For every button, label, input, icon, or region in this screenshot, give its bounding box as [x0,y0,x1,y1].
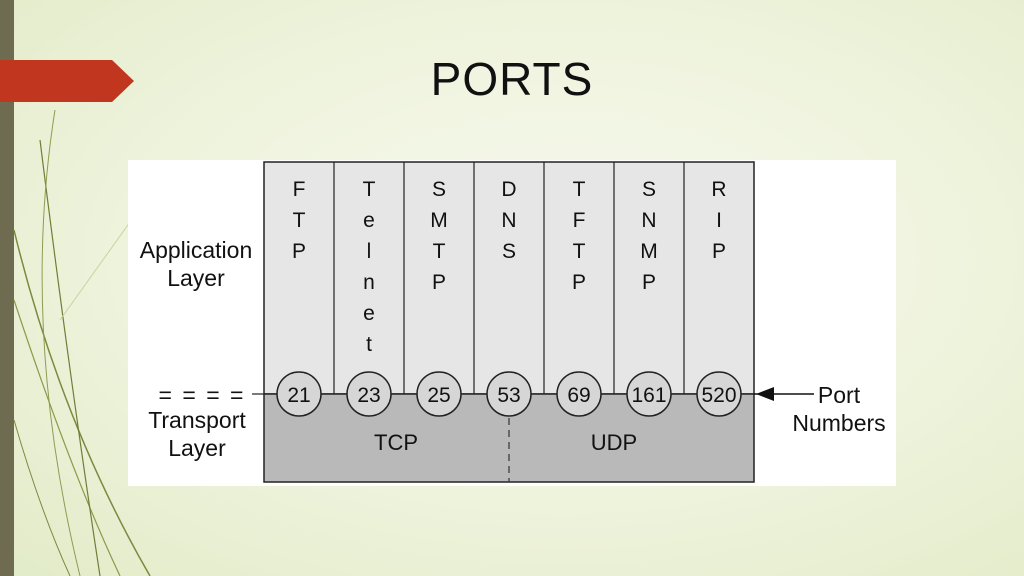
tcp-label: TCP [374,430,418,455]
protocol-letter: N [501,209,516,232]
port-label-line1: Port [817,382,861,408]
protocol-letter: T [363,178,376,201]
protocol-letter: D [501,178,516,201]
protocol-letter: e [363,302,375,325]
layer-separator: = = = = [158,382,246,408]
port-number: 25 [427,384,450,407]
protocol-letter: e [363,209,375,232]
application-label-line2: Layer [167,265,225,291]
port-circle [276,371,322,417]
protocol-letter: P [712,240,726,263]
protocol-letter: S [502,240,516,263]
diagram-panel: Application Layer = = = = Transport Laye… [128,160,896,486]
protocol-letter: n [363,271,375,294]
protocol-letter: T [293,209,306,232]
protocol-letter: P [432,271,446,294]
protocol-letter: T [573,240,586,263]
port-number: 21 [287,384,310,407]
application-layer-label: Application Layer [132,236,260,292]
port-number: 161 [631,384,666,407]
protocol-letter: F [293,178,306,201]
application-layer-block [263,161,755,395]
protocol-letter: F [573,209,586,232]
protocol-letter: I [716,209,722,232]
port-circle [346,371,392,417]
protocol-letter: P [572,271,586,294]
protocol-letter: P [292,240,306,263]
left-accent-bar [0,0,14,576]
port-circle [416,371,462,417]
transport-label-line1: Transport [148,407,246,433]
port-circle [556,371,602,417]
title-arrow-tab [0,60,134,102]
port-label-line2: Numbers [792,410,886,436]
udp-label: UDP [591,430,637,455]
port-number: 520 [701,384,736,407]
protocol-letter: l [367,240,372,263]
slide-title: PORTS [430,53,594,105]
protocol-letter: M [430,209,448,232]
protocol-letter: T [573,178,586,201]
transport-label-line2: Layer [168,435,226,461]
port-circle [696,371,742,417]
protocol-letter: T [433,240,446,263]
port-arrow-head [756,387,774,401]
port-numbers-label: Port Numbers [784,381,894,437]
transport-layer-label: Transport Layer [134,406,260,462]
protocol-letter: M [640,240,658,263]
port-number: 53 [497,384,520,407]
port-circle [626,371,672,417]
port-circle [486,371,532,417]
protocol-letter: N [641,209,656,232]
protocol-letter: P [642,271,656,294]
protocol-letter: S [432,178,446,201]
protocol-letter: t [366,333,372,356]
port-number: 69 [567,384,590,407]
protocol-letter: S [642,178,656,201]
protocol-letter: R [711,178,726,201]
port-number: 23 [357,384,380,407]
application-label-line1: Application [139,237,253,263]
